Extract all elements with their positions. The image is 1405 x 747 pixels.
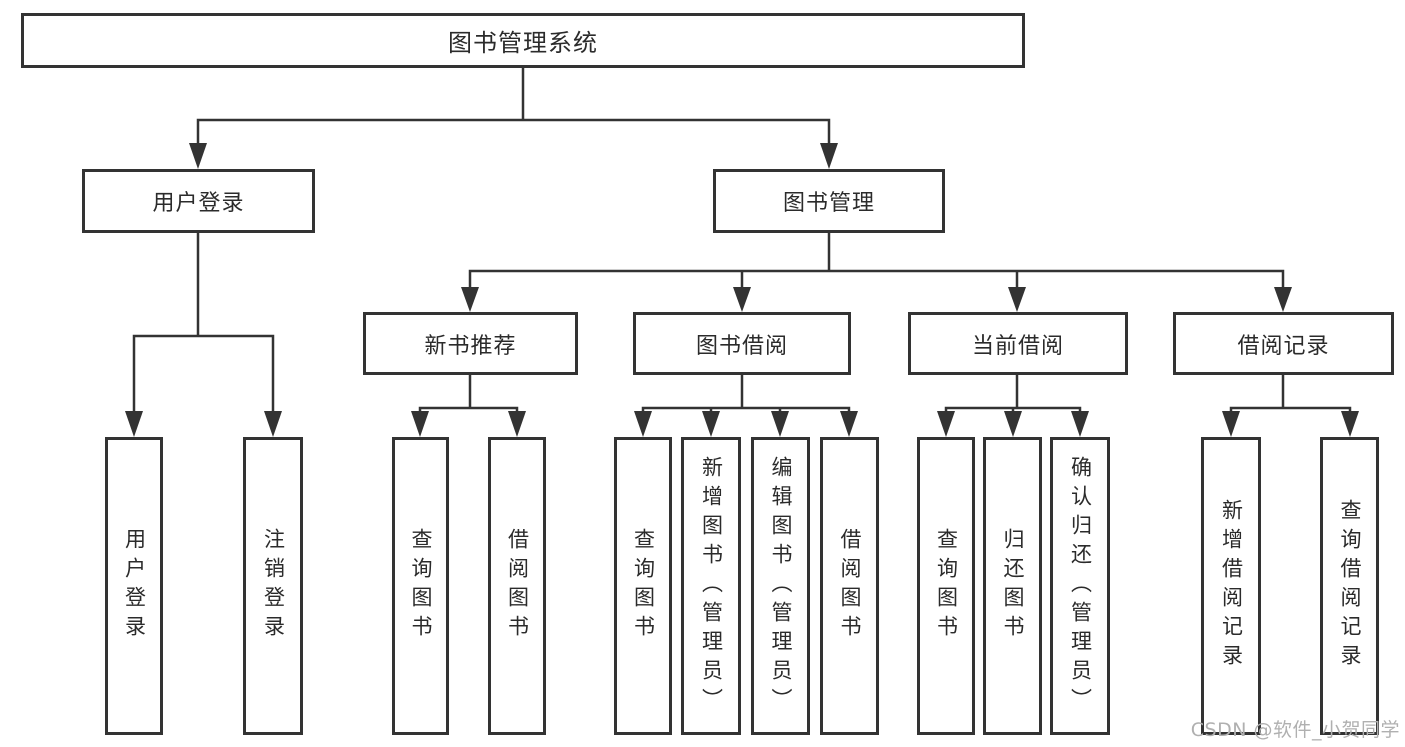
node-book-borrowing: 图书借阅 — [633, 312, 851, 375]
leaf-newrec-borrow-books: 借阅图书 — [488, 437, 546, 735]
node-current-borrowing: 当前借阅 — [908, 312, 1128, 375]
leaf-borrow-query-books: 查询图书 — [614, 437, 672, 735]
leaf-borrow-borrow-books: 借阅图书 — [820, 437, 879, 735]
csdn-watermark: CSDN @软件_小贺同学 — [1190, 719, 1400, 741]
node-new-book-recommend: 新书推荐 — [363, 312, 578, 375]
leaf-current-return-books: 归还图书 — [983, 437, 1042, 735]
leaf-borrow-add-books-admin: 新增图书（管理员） — [681, 437, 741, 735]
leaf-logout: 注销登录 — [243, 437, 303, 735]
leaf-record-add-borrow-record: 新增借阅记录 — [1201, 437, 1261, 735]
leaf-borrow-edit-books-admin: 编辑图书（管理员） — [751, 437, 810, 735]
node-user-login-group: 用户登录 — [82, 169, 315, 233]
leaf-newrec-query-books: 查询图书 — [392, 437, 449, 735]
node-book-management: 图书管理 — [713, 169, 945, 233]
leaf-record-query-borrow-record: 查询借阅记录 — [1320, 437, 1379, 735]
node-borrowing-records: 借阅记录 — [1173, 312, 1394, 375]
leaf-current-confirm-return-admin: 确认归还（管理员） — [1050, 437, 1110, 735]
leaf-current-query-books: 查询图书 — [917, 437, 975, 735]
node-root-system: 图书管理系统 — [21, 13, 1025, 68]
leaf-user-login: 用户登录 — [105, 437, 163, 735]
